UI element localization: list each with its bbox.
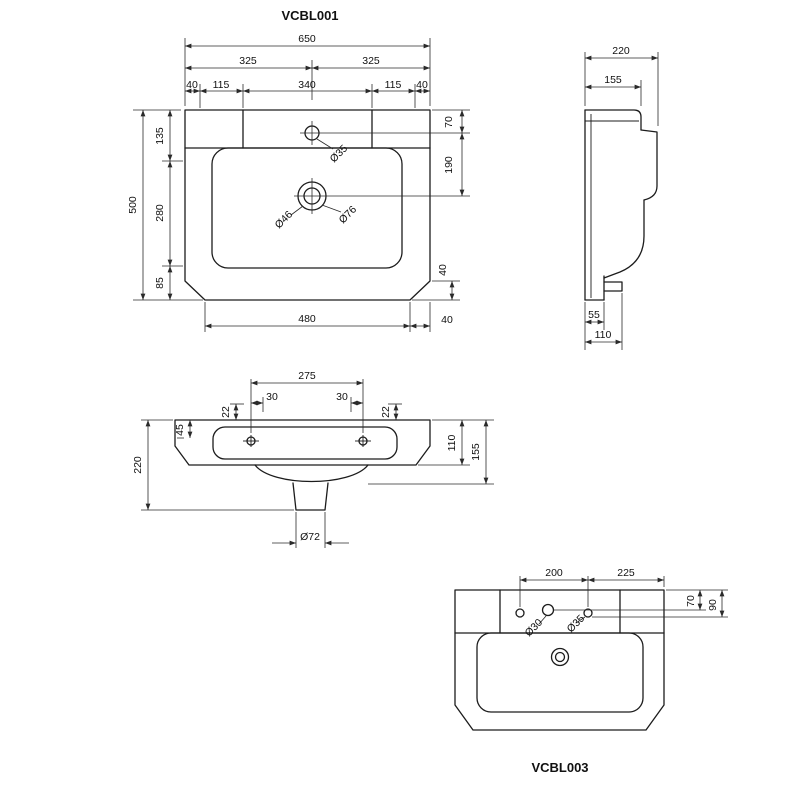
plan-view-part-outline [174, 419, 431, 511]
bowl-footprint [212, 426, 398, 460]
dim-vcbl003-hole-drop: 90 [707, 599, 719, 611]
dim-offset-right: 30 [336, 391, 348, 403]
bowl-outline [211, 147, 403, 269]
plan-view: 275 30 30 22 22 45 220 110 [132, 370, 494, 548]
dim-side-rim-depth: 155 [604, 74, 622, 86]
vcbl003-hole-middle [541, 603, 555, 617]
dim-overall-height: 500 [127, 196, 139, 214]
side-view-dimensions: 220 155 55 110 [584, 45, 659, 350]
dim-vcbl003-hole-span: 200 [545, 567, 563, 579]
dim-seg-115-left: 115 [213, 79, 230, 91]
dim-vcbl003-edge-span: 225 [617, 567, 635, 579]
dim-waste-dia: Ø72 [300, 531, 320, 543]
dim-seg-40-right: 40 [416, 79, 428, 91]
dim-plan-overall-depth: 220 [132, 456, 144, 474]
dim-side-lower-large: 110 [595, 329, 612, 341]
front-view-part-outline [184, 109, 431, 301]
vcbl003-view: VCBL003 Ø30 Ø35 200 225 [454, 567, 728, 775]
front-view-dimensions: 650 325 325 40 115 340 115 40 70 190 40 [127, 33, 470, 332]
vcbl003-title: VCBL003 [531, 760, 588, 775]
vcbl003-hole-left [515, 608, 525, 618]
dim-tap-drop: 70 [443, 116, 455, 128]
dim-overall-width: 650 [298, 33, 316, 45]
vcbl003-overflow-outer [550, 647, 570, 667]
dim-waste-inner-dia: Ø46 [273, 209, 296, 232]
side-view-part-outline [584, 109, 658, 301]
dim-mid-section: 280 [154, 204, 166, 222]
dim-side-offset-left: 22 [220, 406, 232, 418]
dim-side-offset-right: 22 [380, 406, 392, 418]
dim-seg-40-left: 40 [186, 79, 198, 91]
dim-bottom-section: 85 [154, 277, 166, 289]
dim-seg-115-right: 115 [385, 79, 402, 91]
vcbl003-dimensions: Ø30 Ø35 200 225 70 90 [519, 567, 728, 640]
dim-waste-outer-dia: Ø76 [337, 204, 360, 227]
dim-offset-left: 30 [266, 391, 278, 403]
dim-half-left: 325 [239, 55, 257, 67]
dim-front-depth: 110 [446, 434, 458, 451]
front-view: VCBL001 [127, 8, 470, 332]
dim-tap-dia: Ø35 [328, 143, 351, 166]
vcbl003-hole-right [583, 608, 593, 618]
dim-fixing-centres: 275 [298, 370, 316, 382]
dim-half-right: 325 [362, 55, 380, 67]
side-view: 220 155 55 110 [584, 45, 659, 350]
dim-plan-rim-depth: 155 [470, 443, 482, 461]
vcbl001-title: VCBL001 [281, 8, 338, 23]
dim-rear-depth: 45 [174, 424, 186, 436]
vcbl003-bowl [476, 632, 644, 713]
dim-top-section: 135 [154, 127, 166, 145]
dim-corner-height: 40 [437, 264, 449, 276]
waste-spigot [292, 482, 329, 511]
dim-vcbl003-tap-drop: 70 [685, 595, 697, 607]
dim-seg-340: 340 [298, 79, 316, 91]
vcbl003-overflow-inner [554, 651, 566, 663]
dim-vcbl003-hole-dia-large: Ø35 [565, 613, 588, 636]
dim-vcbl003-hole-dia-small: Ø30 [523, 617, 546, 640]
vcbl003-part-outline [454, 589, 665, 731]
dim-side-lower-small: 55 [588, 309, 600, 321]
dim-base-width: 480 [298, 313, 316, 325]
dim-side-overall-depth: 220 [612, 45, 630, 57]
dim-drain-drop: 190 [443, 156, 455, 174]
dim-corner-width: 40 [441, 314, 453, 326]
plan-view-dimensions: 275 30 30 22 22 45 220 110 [132, 370, 494, 548]
